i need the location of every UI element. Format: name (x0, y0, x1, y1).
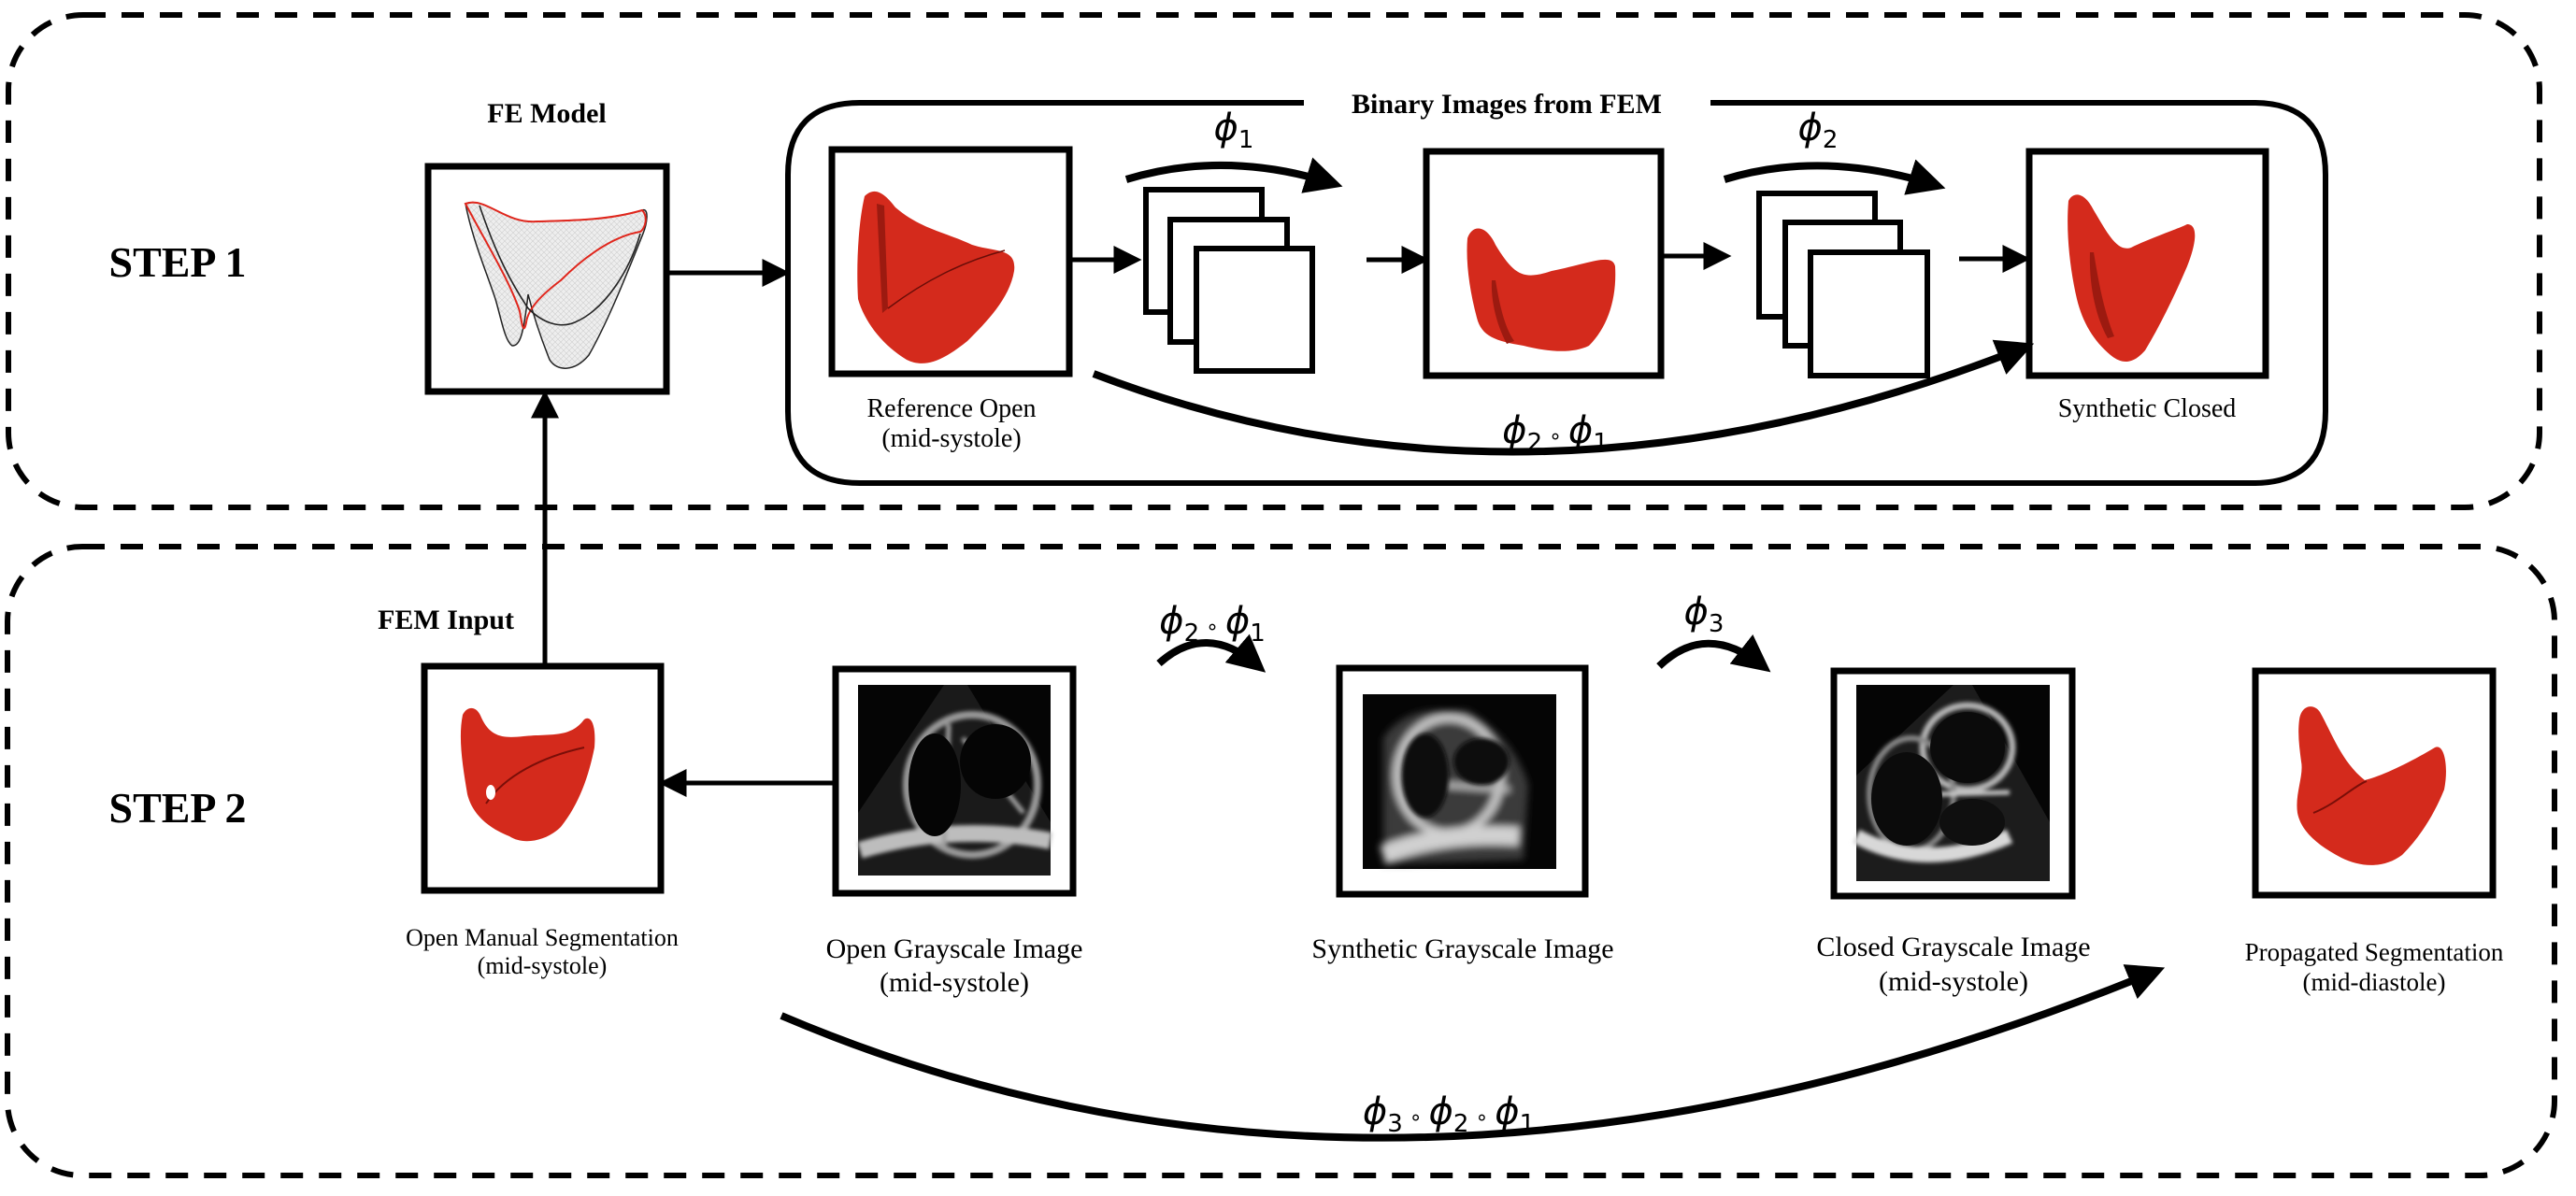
synthetic-gray-echo-image (1363, 694, 1556, 869)
intermediate-valve-image (1467, 228, 1616, 351)
binary-stack-1 (1143, 187, 1315, 374)
intermediate-binary-panel (1423, 148, 1665, 379)
arrow-phi3-phi2-phi1 (780, 964, 2166, 1142)
binary-stack-2 (1756, 191, 1930, 378)
phi3-label: ϕ3 (1684, 591, 1724, 638)
fe-mesh-image (464, 201, 648, 369)
synthetic-closed-panel: Synthetic Closed (2025, 148, 2269, 423)
open-gray-caption-line1: Open Grayscale Image (826, 933, 1083, 964)
reference-open-caption-line2: (mid-systole) (881, 424, 1021, 453)
manual-seg-caption-line2: (mid-systole) (478, 952, 608, 979)
closed-grayscale-panel: Closed Grayscale Image (mid-systole) (1816, 667, 2091, 997)
arrow-phi2-phi1-step2 (1156, 634, 1267, 673)
reference-open-caption-line1: Reference Open (866, 394, 1036, 423)
phi3-phi2-phi1-label: ϕ3 ∘ ϕ2 ∘ ϕ1 (1363, 1090, 1535, 1138)
stack1-frame-front (1194, 246, 1315, 374)
open-gray-caption-line2: (mid-systole) (880, 967, 1029, 998)
propagated-valve-image (2297, 706, 2446, 865)
propagated-caption-line1: Propagated Segmentation (2245, 938, 2504, 966)
synthetic-closed-valve-image (2068, 194, 2196, 362)
synthetic-closed-caption: Synthetic Closed (2058, 394, 2237, 423)
reference-open-valve-image (857, 191, 1015, 363)
arrow-phi3 (1656, 634, 1771, 673)
arrow-phi2-phi1-step1 (1092, 339, 2035, 456)
propagated-segmentation-panel: Propagated Segmentation (mid-diastole) (2245, 667, 2504, 996)
stack2-frame-front (1808, 249, 1930, 378)
phi2-phi1-label-step1: ϕ2 ∘ ϕ1 (1502, 409, 1609, 457)
step1-label: STEP 1 (108, 238, 246, 286)
step1-section: STEP 1 FE Model Binary Images from FEM (6, 12, 2542, 510)
fe-model-panel (424, 163, 670, 395)
reference-open-panel: Reference Open (mid-systole) (828, 146, 1073, 453)
phi2-label: ϕ2 (1798, 107, 1839, 154)
arrow-phi1 (1124, 157, 1343, 193)
open-grayscale-panel: Open Grayscale Image (mid-systole) (826, 665, 1083, 998)
fe-model-title: FE Model (487, 98, 607, 129)
manual-seg-caption-line1: Open Manual Segmentation (406, 924, 679, 951)
binary-group-border (785, 100, 2328, 486)
fem-input-title: FEM Input (378, 605, 514, 635)
closed-gray-caption-line1: Closed Grayscale Image (1816, 932, 2090, 962)
open-gray-echo-image (857, 685, 1052, 876)
phi2-phi1-label-step2: ϕ2 ∘ ϕ1 (1159, 600, 1266, 648)
arrow-phi2 (1723, 159, 1946, 195)
synthetic-gray-caption: Synthetic Grayscale Image (1311, 933, 1613, 964)
intermediate-frame (1423, 148, 1665, 379)
binary-images-group: Binary Images from FEM Reference Open (m… (785, 89, 2328, 486)
step1-dashed-border (6, 12, 2542, 510)
propagated-caption-line2: (mid-diastole) (2303, 968, 2446, 996)
closed-gray-echo-image (1853, 685, 2050, 881)
step2-dashed-border (5, 544, 2557, 1178)
open-manual-segmentation-panel: Open Manual Segmentation (mid-systole) (406, 662, 679, 979)
binary-group-title: Binary Images from FEM (1352, 89, 1662, 120)
closed-gray-caption-line2: (mid-systole) (1879, 966, 2028, 997)
step2-section: STEP 2 FEM Input Open Manual Segmentatio… (5, 544, 2557, 1178)
step2-label: STEP 2 (108, 784, 246, 832)
phi1-label: ϕ1 (1214, 107, 1254, 154)
synthetic-grayscale-panel: Synthetic Grayscale Image (1311, 664, 1614, 964)
manual-seg-valve-image (460, 707, 595, 842)
